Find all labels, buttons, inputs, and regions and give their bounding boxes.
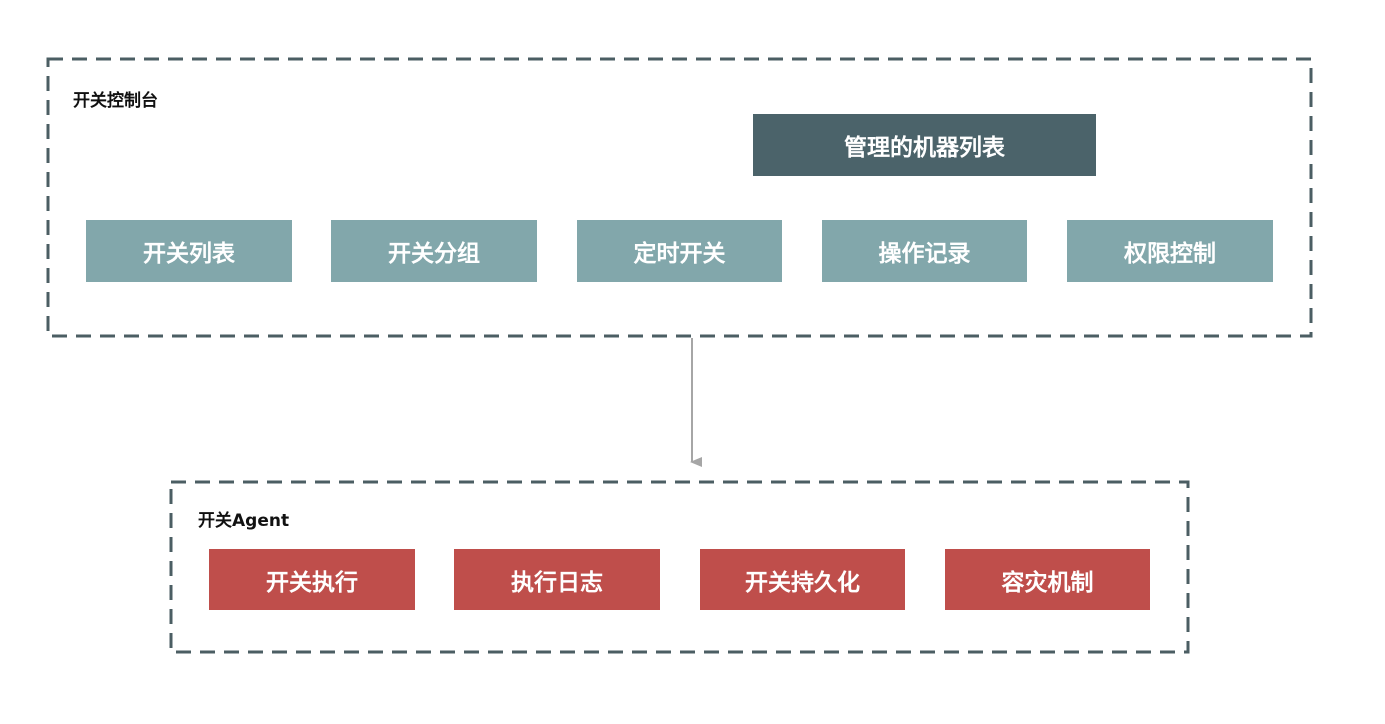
console-title: 开关控制台 [73,91,158,111]
switch-group-box: 开关分组 [331,220,537,282]
switch-execution-box: 开关执行 [209,549,415,610]
permission-control-box: 权限控制 [1067,220,1273,282]
switch-persistence-box: 开关持久化 [700,549,905,610]
console-frame [46,57,1313,338]
managed-machines-box: 管理的机器列表 [753,114,1096,176]
agent-frame [169,480,1190,654]
disaster-recovery-box: 容灾机制 [945,549,1150,610]
operation-log-box: 操作记录 [822,220,1027,282]
execution-log-box: 执行日志 [454,549,660,610]
scheduled-switch-box: 定时开关 [577,220,782,282]
switch-list-box: 开关列表 [86,220,292,282]
agent-title: 开关Agent [198,511,290,531]
